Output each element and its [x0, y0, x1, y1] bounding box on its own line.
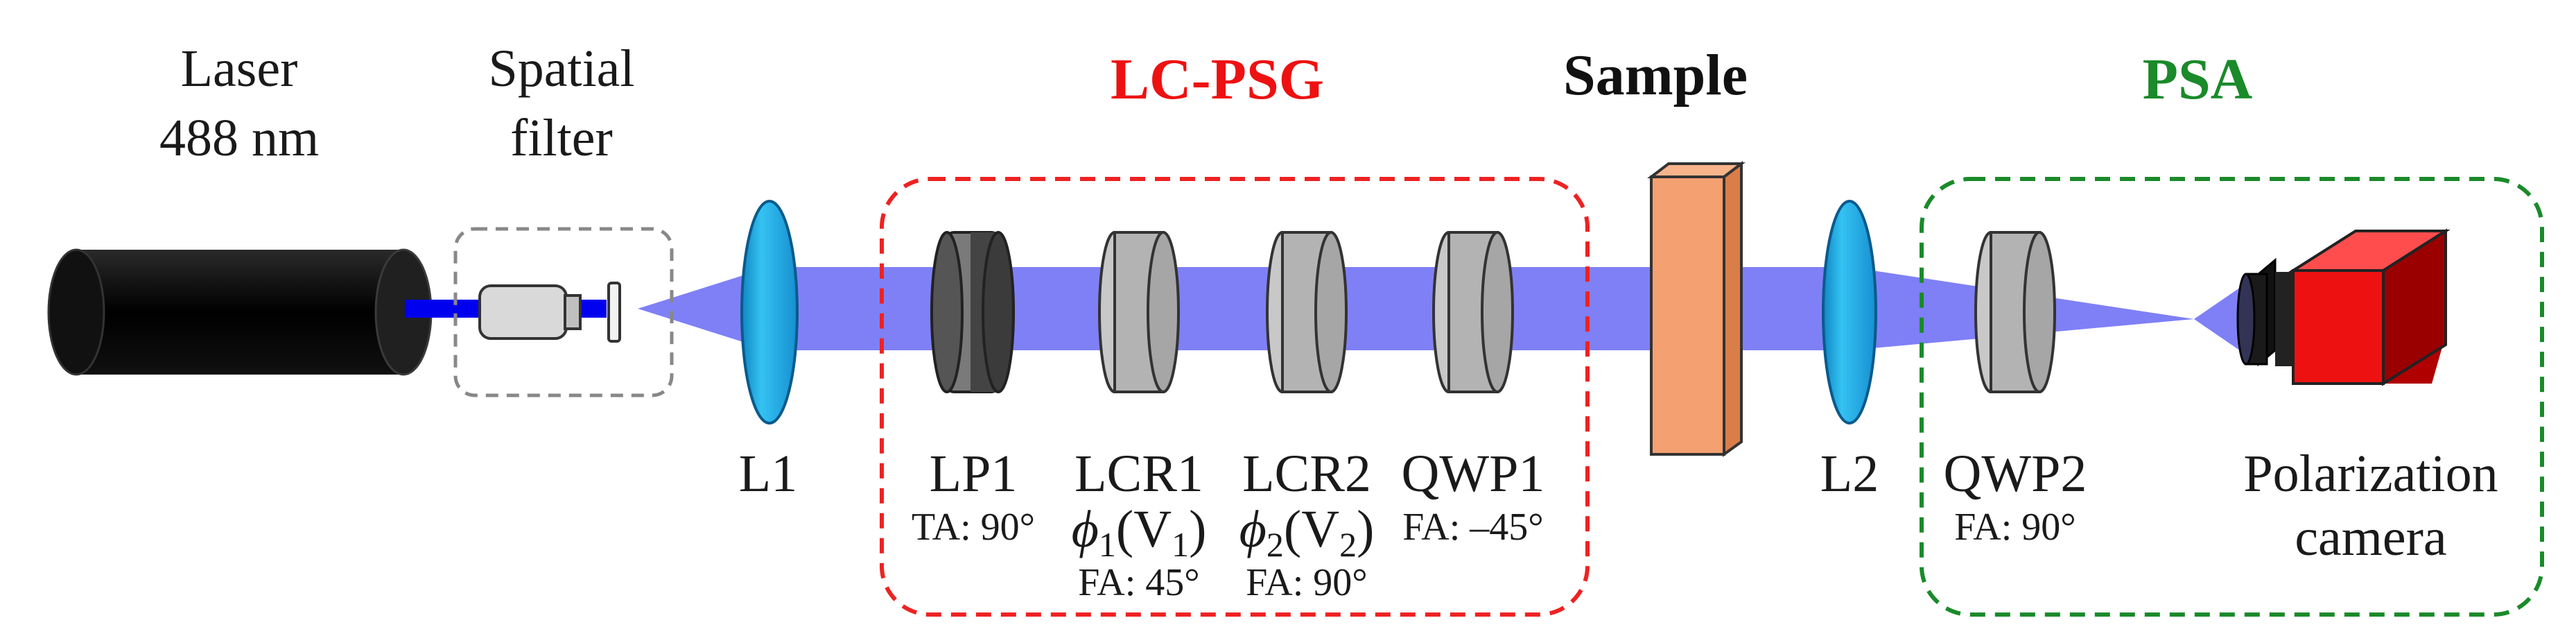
sample-block-icon: [1647, 160, 1746, 457]
lp1-label: LP1: [930, 445, 1018, 503]
lens-l1-label: L1: [739, 445, 797, 503]
lens-l2-label: L2: [1820, 445, 1879, 503]
lcr1-phase-index: 1: [1099, 525, 1116, 564]
camera-label-line2: camera: [2295, 508, 2446, 567]
laser-label: Laser: [181, 40, 298, 98]
lcr2-voltage-index: 2: [1339, 525, 1357, 564]
lens-l2-icon: [1822, 200, 1877, 425]
lcr2-paren-open: (: [1284, 500, 1301, 558]
lcr2-phase-symbol: ϕ: [1239, 500, 1267, 558]
lcr2-voltage-symbol: V: [1301, 500, 1339, 558]
psg-title: LC-PSG: [1111, 47, 1324, 112]
qwp2-axis-label: FA: 90°: [1954, 506, 2075, 549]
quarter-wave-plate-qwp2-icon: [1974, 231, 2056, 393]
laser-source-icon: [47, 248, 433, 376]
lcr2-phase-index: 2: [1267, 525, 1284, 564]
qwp1-axis-label: FA: –45°: [1402, 506, 1543, 549]
linear-polarizer-lp1-icon: [930, 231, 1015, 393]
lcr1-label: LCR1: [1074, 445, 1203, 503]
spatial-filter-icon: [453, 227, 674, 397]
lcr2-paren-close: ): [1357, 500, 1374, 558]
lcr1-phase-label: ϕ1(V1): [1072, 500, 1207, 564]
sample-title: Sample: [1563, 43, 1748, 108]
psa-group-box: [1920, 177, 2544, 617]
lcr1-voltage-symbol: V: [1133, 500, 1172, 558]
lcr1-paren-close: ): [1189, 500, 1206, 558]
lcr2-phase-label: ϕ2(V2): [1239, 500, 1375, 564]
qwp2-label: QWP2: [1944, 445, 2087, 503]
objective-lens-icon: [478, 284, 568, 340]
lcr1-axis-label: FA: 45°: [1078, 561, 1199, 604]
pinhole-icon: [607, 282, 621, 343]
quarter-wave-plate-qwp1-icon: [1432, 231, 1514, 393]
liquid-crystal-retarder-lcr1-icon: [1098, 231, 1180, 393]
spatial-filter-box: [453, 227, 674, 397]
lens-l1-icon: [740, 200, 799, 425]
beam-expanding-cone: [638, 267, 769, 350]
psg-group-box: [880, 177, 1590, 617]
psa-title: PSA: [2143, 47, 2253, 112]
lcr1-voltage-index: 1: [1172, 525, 1189, 564]
polarization-camera-icon: [2236, 228, 2451, 386]
liquid-crystal-retarder-lcr2-icon: [1266, 231, 1348, 393]
laser-wavelength-label: 488 nm: [159, 109, 319, 167]
lcr2-axis-label: FA: 90°: [1246, 561, 1367, 604]
lcr2-label: LCR2: [1242, 445, 1371, 503]
camera-label-line1: Polarization: [2243, 445, 2498, 503]
spatial-filter-label-line2: filter: [510, 109, 613, 167]
lp1-axis-label: TA: 90°: [912, 506, 1035, 549]
lcr1-paren-open: (: [1116, 500, 1133, 558]
spatial-filter-label-line1: Spatial: [488, 40, 634, 98]
qwp1-label: QWP1: [1402, 445, 1545, 503]
lcr1-phase-symbol: ϕ: [1072, 500, 1099, 558]
